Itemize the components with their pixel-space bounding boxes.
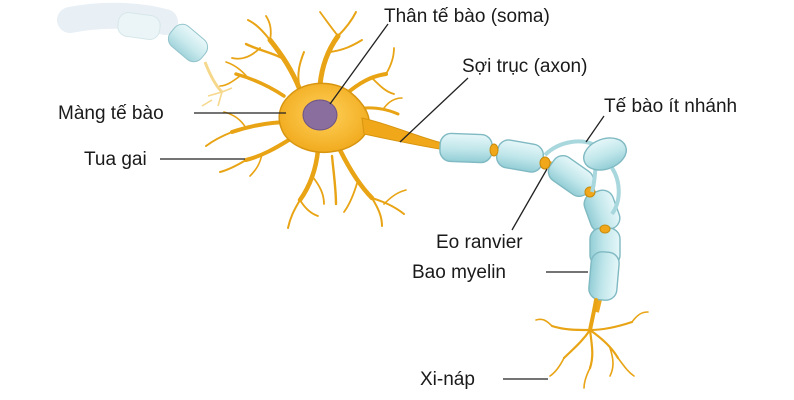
myelinated-axon	[439, 132, 621, 313]
oligodendrocyte	[543, 137, 628, 216]
myelin-segment	[495, 139, 545, 173]
label-dendrites: Tua gai	[84, 149, 147, 170]
axon	[361, 117, 447, 151]
label-synapse: Xi-náp	[420, 369, 475, 390]
myelin-segment	[588, 251, 620, 301]
myelin-segment	[439, 132, 493, 164]
ranvier-node	[599, 224, 611, 234]
neuron	[205, 11, 447, 229]
label-myelin: Bao myelin	[412, 262, 506, 283]
label-soma: Thân tế bào (soma)	[384, 6, 550, 27]
label-ranvier: Eo ranvier	[436, 232, 523, 253]
dendrite-tree	[205, 11, 407, 229]
axon-terminal	[535, 298, 649, 389]
label-membrane: Màng tế bào	[58, 103, 164, 124]
label-axon: Sợi trục (axon)	[462, 56, 587, 77]
faded-neighbor-neuron	[57, 2, 233, 107]
nucleus	[302, 99, 338, 131]
ranvier-node	[539, 156, 551, 170]
label-oligodendrocyte: Tế bào ít nhánh	[604, 96, 737, 117]
leader-lines	[160, 23, 605, 380]
ranvier-node	[489, 143, 499, 157]
